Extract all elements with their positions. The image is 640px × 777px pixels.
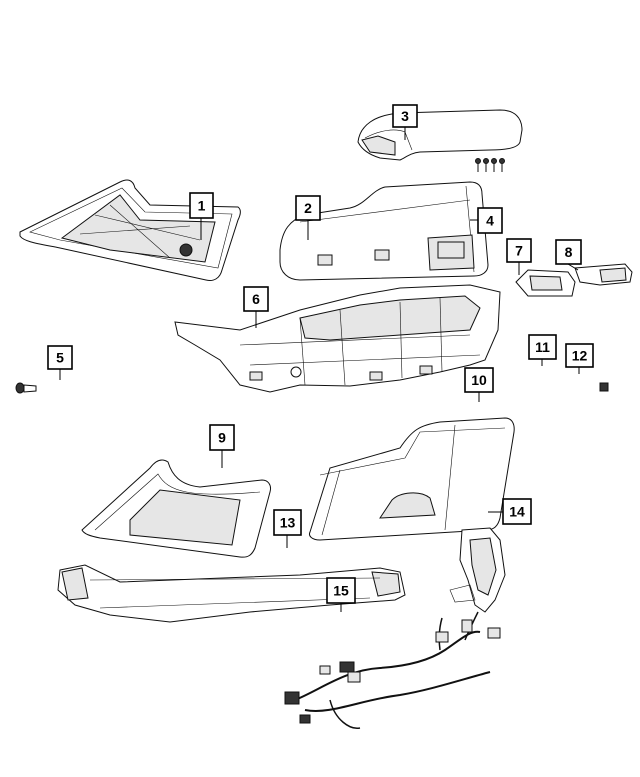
callout-label: 12	[572, 348, 588, 364]
callout-9[interactable]: 9	[209, 424, 235, 451]
part-air-duct[interactable]	[57, 564, 406, 623]
part-push-pin[interactable]	[15, 382, 37, 394]
leader-line-8	[567, 263, 579, 271]
callout-6[interactable]: 6	[243, 286, 269, 312]
part-wiring-harness[interactable]	[284, 611, 501, 729]
part-front-side-panel[interactable]	[81, 459, 271, 558]
callout-3[interactable]: 3	[392, 104, 418, 128]
callout-label: 4	[486, 213, 494, 229]
callout-14[interactable]: 14	[502, 498, 532, 525]
callout-15[interactable]: 15	[326, 577, 356, 604]
callout-8[interactable]: 8	[555, 239, 582, 265]
callout-4[interactable]: 4	[477, 207, 503, 234]
callout-label: 14	[509, 504, 525, 520]
callout-label: 13	[280, 515, 296, 531]
callout-2[interactable]: 2	[295, 195, 321, 221]
callout-label: 6	[252, 291, 260, 307]
callout-label: 2	[304, 200, 312, 216]
callout-label: 15	[333, 583, 349, 599]
callout-label: 3	[401, 108, 409, 124]
part-bracket-7[interactable]	[515, 269, 576, 297]
callout-7[interactable]: 7	[506, 238, 532, 263]
callout-10[interactable]: 10	[464, 367, 494, 393]
part-module-bracket[interactable]	[449, 527, 506, 613]
part-rear-side-panel[interactable]	[309, 417, 515, 541]
callout-label: 10	[471, 372, 487, 388]
callout-label: 7	[515, 243, 523, 259]
callout-1[interactable]: 1	[189, 192, 214, 219]
callout-label: 5	[56, 350, 64, 366]
part-bracket-8[interactable]	[574, 263, 633, 286]
callout-13[interactable]: 13	[273, 509, 302, 536]
callout-5[interactable]: 5	[47, 345, 73, 370]
part-screws[interactable]	[475, 158, 505, 173]
callout-label: 1	[198, 198, 206, 214]
part-fastener-12[interactable]	[599, 382, 609, 392]
callout-11[interactable]: 11	[528, 334, 557, 360]
part-console-upper-housing[interactable]	[279, 181, 489, 281]
part-side-trim-panel[interactable]	[19, 179, 241, 281]
part-armrest-lid[interactable]	[357, 109, 523, 161]
callout-label: 11	[535, 339, 550, 355]
callout-label: 9	[218, 430, 226, 446]
callout-label: 8	[565, 244, 573, 260]
part-console-base-frame[interactable]	[174, 284, 501, 393]
callout-12[interactable]: 12	[565, 343, 594, 368]
